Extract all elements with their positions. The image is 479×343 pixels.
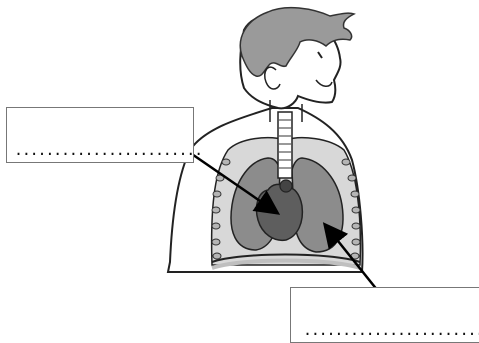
heart-label-box[interactable]: ........................ (6, 107, 194, 163)
lung-label-blank: ........................ (303, 321, 479, 339)
aorta (280, 180, 292, 192)
heart-label-blank: ........................ (14, 141, 202, 159)
lung-label-box[interactable]: ........................ (290, 287, 479, 343)
